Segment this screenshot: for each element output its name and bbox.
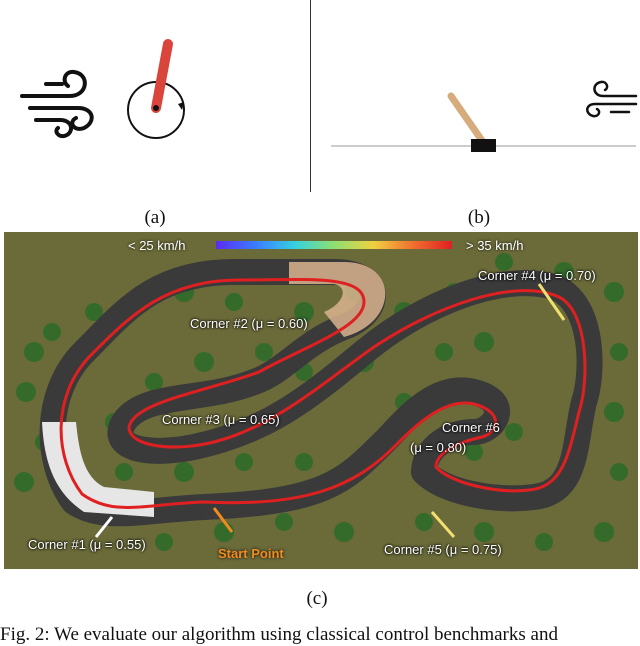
corner-1-label: Corner #1 (μ = 0.55) — [28, 537, 146, 552]
panel-b-caption: (b) — [467, 207, 491, 228]
corner-4-marker — [537, 283, 566, 321]
corner-3-label: Corner #3 (μ = 0.65) — [162, 412, 280, 427]
panel-c-caption: (c) — [306, 588, 328, 609]
panel-c-race-track: < 25 km/h > 35 km/h Corner #2 (μ = 0.60)… — [4, 232, 638, 569]
pendulum-icon — [127, 39, 185, 139]
panel-a-caption: (a) — [144, 207, 166, 228]
start-point-label: Start Point — [218, 546, 284, 561]
racing-line — [59, 277, 587, 509]
corner-1-marker — [94, 516, 114, 538]
panel-divider — [310, 0, 311, 192]
start-marker — [212, 507, 234, 533]
wind-icon — [20, 69, 94, 139]
track-surface — [39, 259, 603, 527]
figure-caption: Fig. 2: We evaluate our algorithm using … — [0, 624, 558, 645]
corner-5-marker — [430, 511, 456, 538]
panel-b-cartpole — [331, 80, 638, 152]
track-map — [14, 253, 628, 551]
corner-1-zone — [42, 422, 154, 517]
pole — [447, 92, 487, 146]
wind-icon — [586, 80, 638, 118]
corner-2-label: Corner #2 (μ = 0.60) — [190, 316, 308, 331]
legend-high-label: > 35 km/h — [466, 238, 524, 253]
corner-4-label: Corner #4 (μ = 0.70) — [478, 268, 596, 283]
legend-low-label: < 25 km/h — [128, 238, 186, 253]
cart — [471, 139, 496, 152]
corner-6-mu-label: (μ = 0.80) — [410, 440, 467, 455]
speed-colorbar — [216, 241, 452, 249]
corner-6-label: Corner #6 — [442, 420, 500, 435]
panel-a-pendulum — [20, 39, 185, 139]
corner-5-label: Corner #5 (μ = 0.75) — [384, 542, 502, 557]
